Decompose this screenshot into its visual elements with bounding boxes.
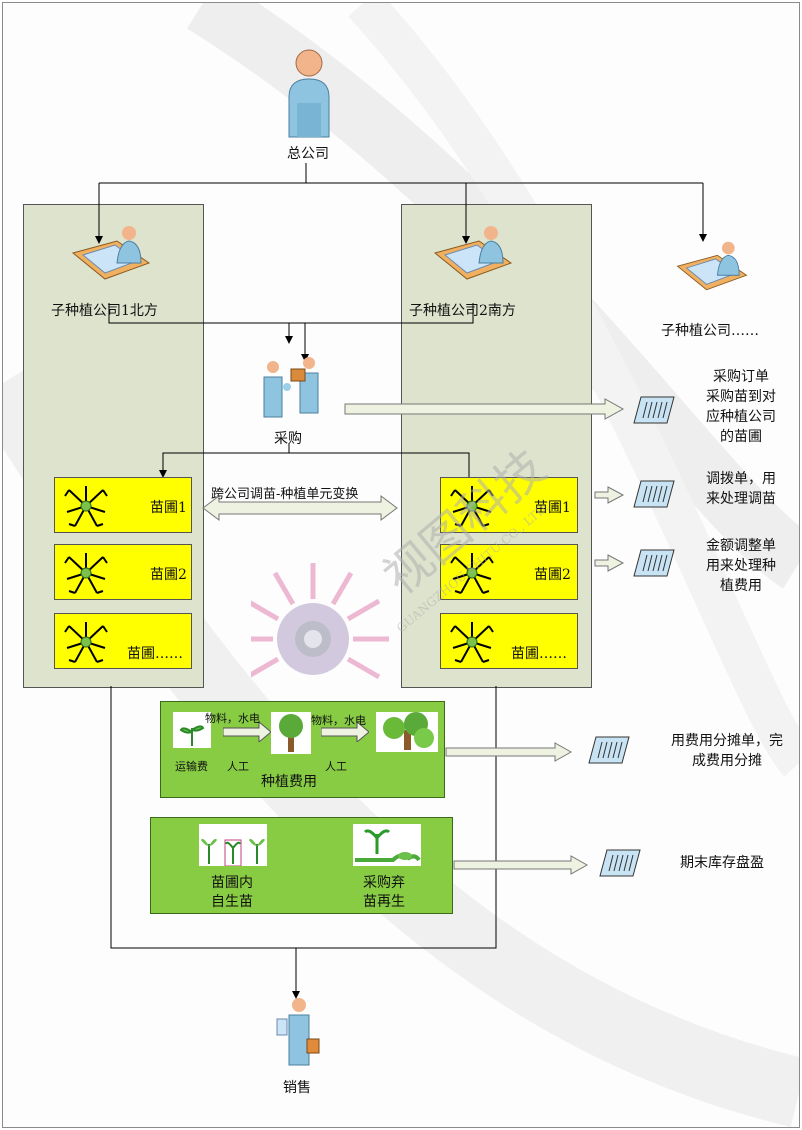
- tree-root-icon: [64, 622, 108, 663]
- doc1-line: 采购订单: [713, 369, 769, 385]
- sprouts-icon: [199, 824, 267, 866]
- seedling-icon: [173, 712, 211, 748]
- large-tree-icon: [376, 712, 438, 752]
- abandoned-line-1: 采购弃: [363, 875, 405, 891]
- document-icon: [599, 849, 641, 877]
- doc4-line: 用费用分摊单，完: [671, 733, 783, 749]
- sub-more-label: 子种植公司……: [661, 323, 759, 339]
- doc5-text: 期末库存盘盈: [667, 853, 777, 873]
- doc1-line: 应种植公司: [706, 409, 776, 425]
- purchase-label: 采购: [274, 431, 302, 447]
- connector-head-bus: [99, 163, 703, 184]
- tree-root-icon: [64, 486, 108, 527]
- head-office-label: 总公司: [287, 146, 329, 162]
- connector-layer: [95, 163, 707, 999]
- materials-label-2: 物料，水电: [311, 714, 366, 727]
- watermark-logo: 视图科技 GUANGZHOU SHITU CO., LTD.: [251, 443, 551, 680]
- desk-worker-icon: [71, 226, 151, 280]
- nursery-left-3-label: 苗圃……: [127, 646, 183, 662]
- doc4-line: 成费用分摊: [692, 753, 762, 769]
- self-grown-line-1: 苗圃内: [211, 875, 253, 891]
- regeneration-box: 苗圃内 自生苗 采购弃 苗再生: [150, 817, 453, 914]
- nursery-right-3: 苗圃……: [440, 613, 578, 669]
- connector-purchase-left: [159, 443, 290, 478]
- nursery-left-3: 苗圃……: [54, 613, 192, 669]
- nursery-right-1: 苗圃1: [440, 477, 578, 533]
- sub1-label: 子种植公司1北方: [51, 303, 158, 319]
- small-tree-icon: [271, 712, 311, 754]
- block-arrow-doc3: [594, 554, 625, 572]
- company-panel-north: [23, 204, 204, 688]
- tree-root-icon: [64, 553, 108, 594]
- self-grown-line-2: 自生苗: [211, 894, 253, 910]
- doc1-line: 采购苗到对: [706, 389, 776, 405]
- tree-root-icon: [450, 622, 494, 663]
- nursery-left-2-label: 苗圃2: [150, 567, 187, 583]
- process-arrow-icon: [223, 722, 271, 742]
- doc2-line: 来处理调苗: [706, 491, 776, 507]
- regrowing-sprout-icon: [353, 824, 421, 866]
- connector-purchase-right: [289, 452, 473, 488]
- nursery-right-2: 苗圃2: [440, 544, 578, 600]
- block-arrow-doc4: [445, 742, 573, 762]
- nursery-left-2: 苗圃2: [54, 544, 192, 600]
- doc4-text: 用费用分摊单，完 成费用分摊: [657, 731, 797, 771]
- doc3-line: 用来处理种: [706, 558, 776, 574]
- nursery-left-1-label: 苗圃1: [150, 500, 187, 516]
- transfer-double-arrow: [202, 495, 398, 521]
- block-arrow-doc2: [594, 486, 625, 504]
- salesperson-icon: [276, 998, 320, 1066]
- sub2-label: 子种植公司2南方: [409, 303, 516, 319]
- person-icon: [288, 49, 330, 138]
- nursery-left-1: 苗圃1: [54, 477, 192, 533]
- desk-worker-icon: [676, 241, 748, 291]
- process-arrow-icon: [321, 722, 369, 742]
- doc1-text: 采购订单 采购苗到对 应种植公司 的苗圃: [699, 367, 783, 447]
- sales-label: 销售: [283, 1080, 311, 1096]
- nursery-right-3-label: 苗圃……: [511, 646, 567, 662]
- nursery-right-2-label: 苗圃2: [534, 567, 571, 583]
- doc3-line: 金额调整单: [706, 538, 776, 554]
- document-icon: [633, 549, 675, 577]
- transfer-arrow-label: 跨公司调苗-种植单元变换: [211, 487, 359, 502]
- tree-root-icon: [450, 553, 494, 594]
- labor-label-1: 人工: [227, 760, 249, 773]
- planting-cost-box: 物料，水电 物料，水电 人工 人工 运输费 种植费用: [160, 701, 445, 798]
- document-icon: [588, 736, 630, 764]
- doc3-line: 植费用: [720, 578, 762, 594]
- connector-bottom-loop: [110, 686, 497, 949]
- planting-cost-label: 种植费用: [261, 774, 317, 790]
- doc5-line: 期末库存盘盈: [680, 855, 764, 871]
- materials-label-1: 物料，水电: [205, 712, 260, 725]
- doc2-text: 调拨单，用 来处理调苗: [699, 469, 783, 509]
- desk-worker-icon: [433, 226, 513, 280]
- document-icon: [633, 396, 675, 424]
- trade-people-icon: [263, 357, 319, 418]
- block-arrow-doc5: [453, 855, 589, 875]
- doc2-line: 调拨单，用: [706, 471, 776, 487]
- doc1-line: 的苗圃: [720, 429, 762, 445]
- document-icon: [633, 480, 675, 508]
- block-arrow-doc1: [344, 398, 625, 420]
- labor-label-2: 人工: [325, 760, 347, 773]
- nursery-right-1-label: 苗圃1: [534, 500, 571, 516]
- tree-root-icon: [450, 486, 494, 527]
- doc3-text: 金额调整单 用来处理种 植费用: [699, 536, 783, 596]
- abandoned-line-2: 苗再生: [363, 894, 405, 910]
- transport-label: 运输费: [175, 760, 208, 773]
- connector-subs-merge: [108, 303, 474, 324]
